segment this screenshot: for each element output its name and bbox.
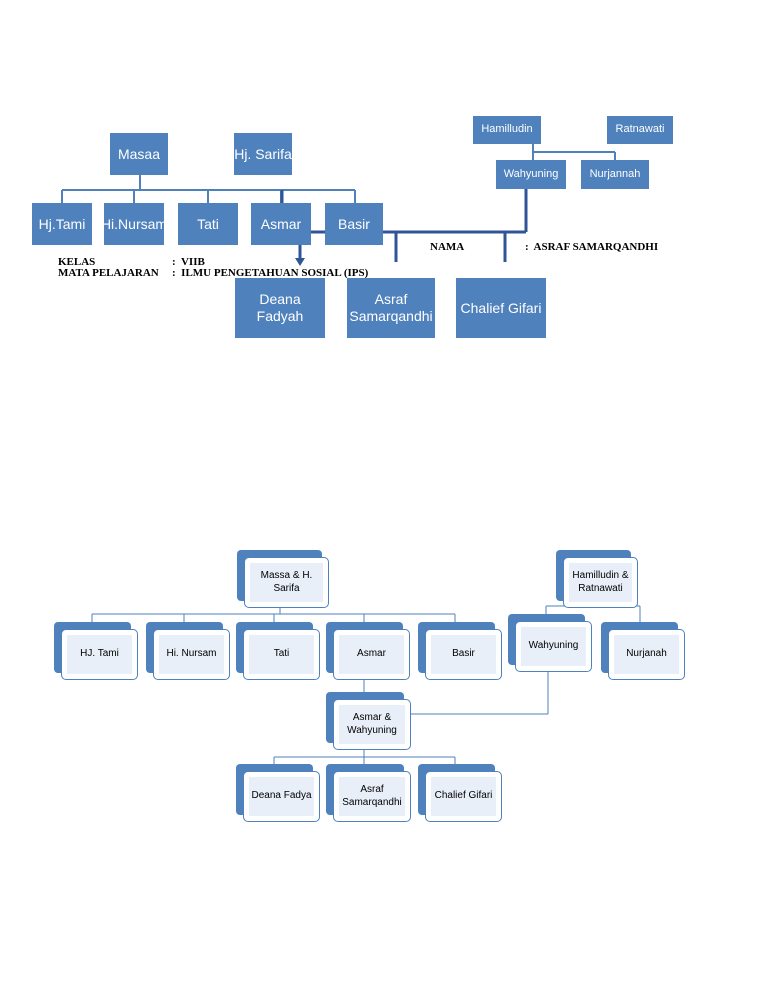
box-wahyuning: Wahyuning [496,160,566,189]
box-asmar: Asmar [251,203,311,245]
kelas-value: : VIIB [172,256,205,268]
node-hj-tami: HJ. Tami [54,622,138,680]
node-tati: Tati [236,622,320,680]
box-asraf-samarqandhi: Asraf Samarqandhi [347,278,435,338]
node-hamilludin-ratnawati: Hamilludin & Ratnawati [556,550,640,608]
box-hi-nursam: Hi.Nursam [101,203,167,245]
box-hj-tami: Hj.Tami [32,203,92,245]
node-deana-fadya: Deana Fadya [236,764,320,822]
box-nurjannah: Nurjannah [581,160,649,189]
node-nurjanah: Nurjanah [601,622,685,680]
kelas-label: KELAS [58,256,96,268]
box-hamilludin: Hamilludin [473,116,541,144]
mapel-value: : ILMU PENGETAHUAN SOSIAL (IPS) [172,267,369,279]
box-ratnawati: Ratnawati [607,116,673,144]
node-wahyuning: Wahyuning [508,614,592,672]
node-hi-nursam: Hi. Nursam [146,622,230,680]
node-chalief-gifari: Chalief Gifari [418,764,502,822]
box-tati: Tati [178,203,238,245]
box-hj-sarifa: Hj. Sarifa [234,133,292,175]
box-deana-fadyah: Deana Fadyah [235,278,325,338]
nama-value: : ASRAF SAMARQANDHI [525,241,659,253]
nama-label: NAMA [430,241,465,253]
node-basir: Basir [418,622,502,680]
node-asmar: Asmar [326,622,410,680]
box-chalief-gifari: Chalief Gifari [456,278,546,338]
node-asmar-wahyuning: Asmar & Wahyuning [326,692,412,750]
box-masaa: Masaa [110,133,168,175]
node-massa-h-sarifa: Massa & H. Sarifa [237,550,329,608]
box-basir: Basir [325,203,383,245]
node-asraf-samarqandhi: Asraf Samarqandhi [326,764,412,822]
mapel-label: MATA PELAJARAN [58,267,159,279]
